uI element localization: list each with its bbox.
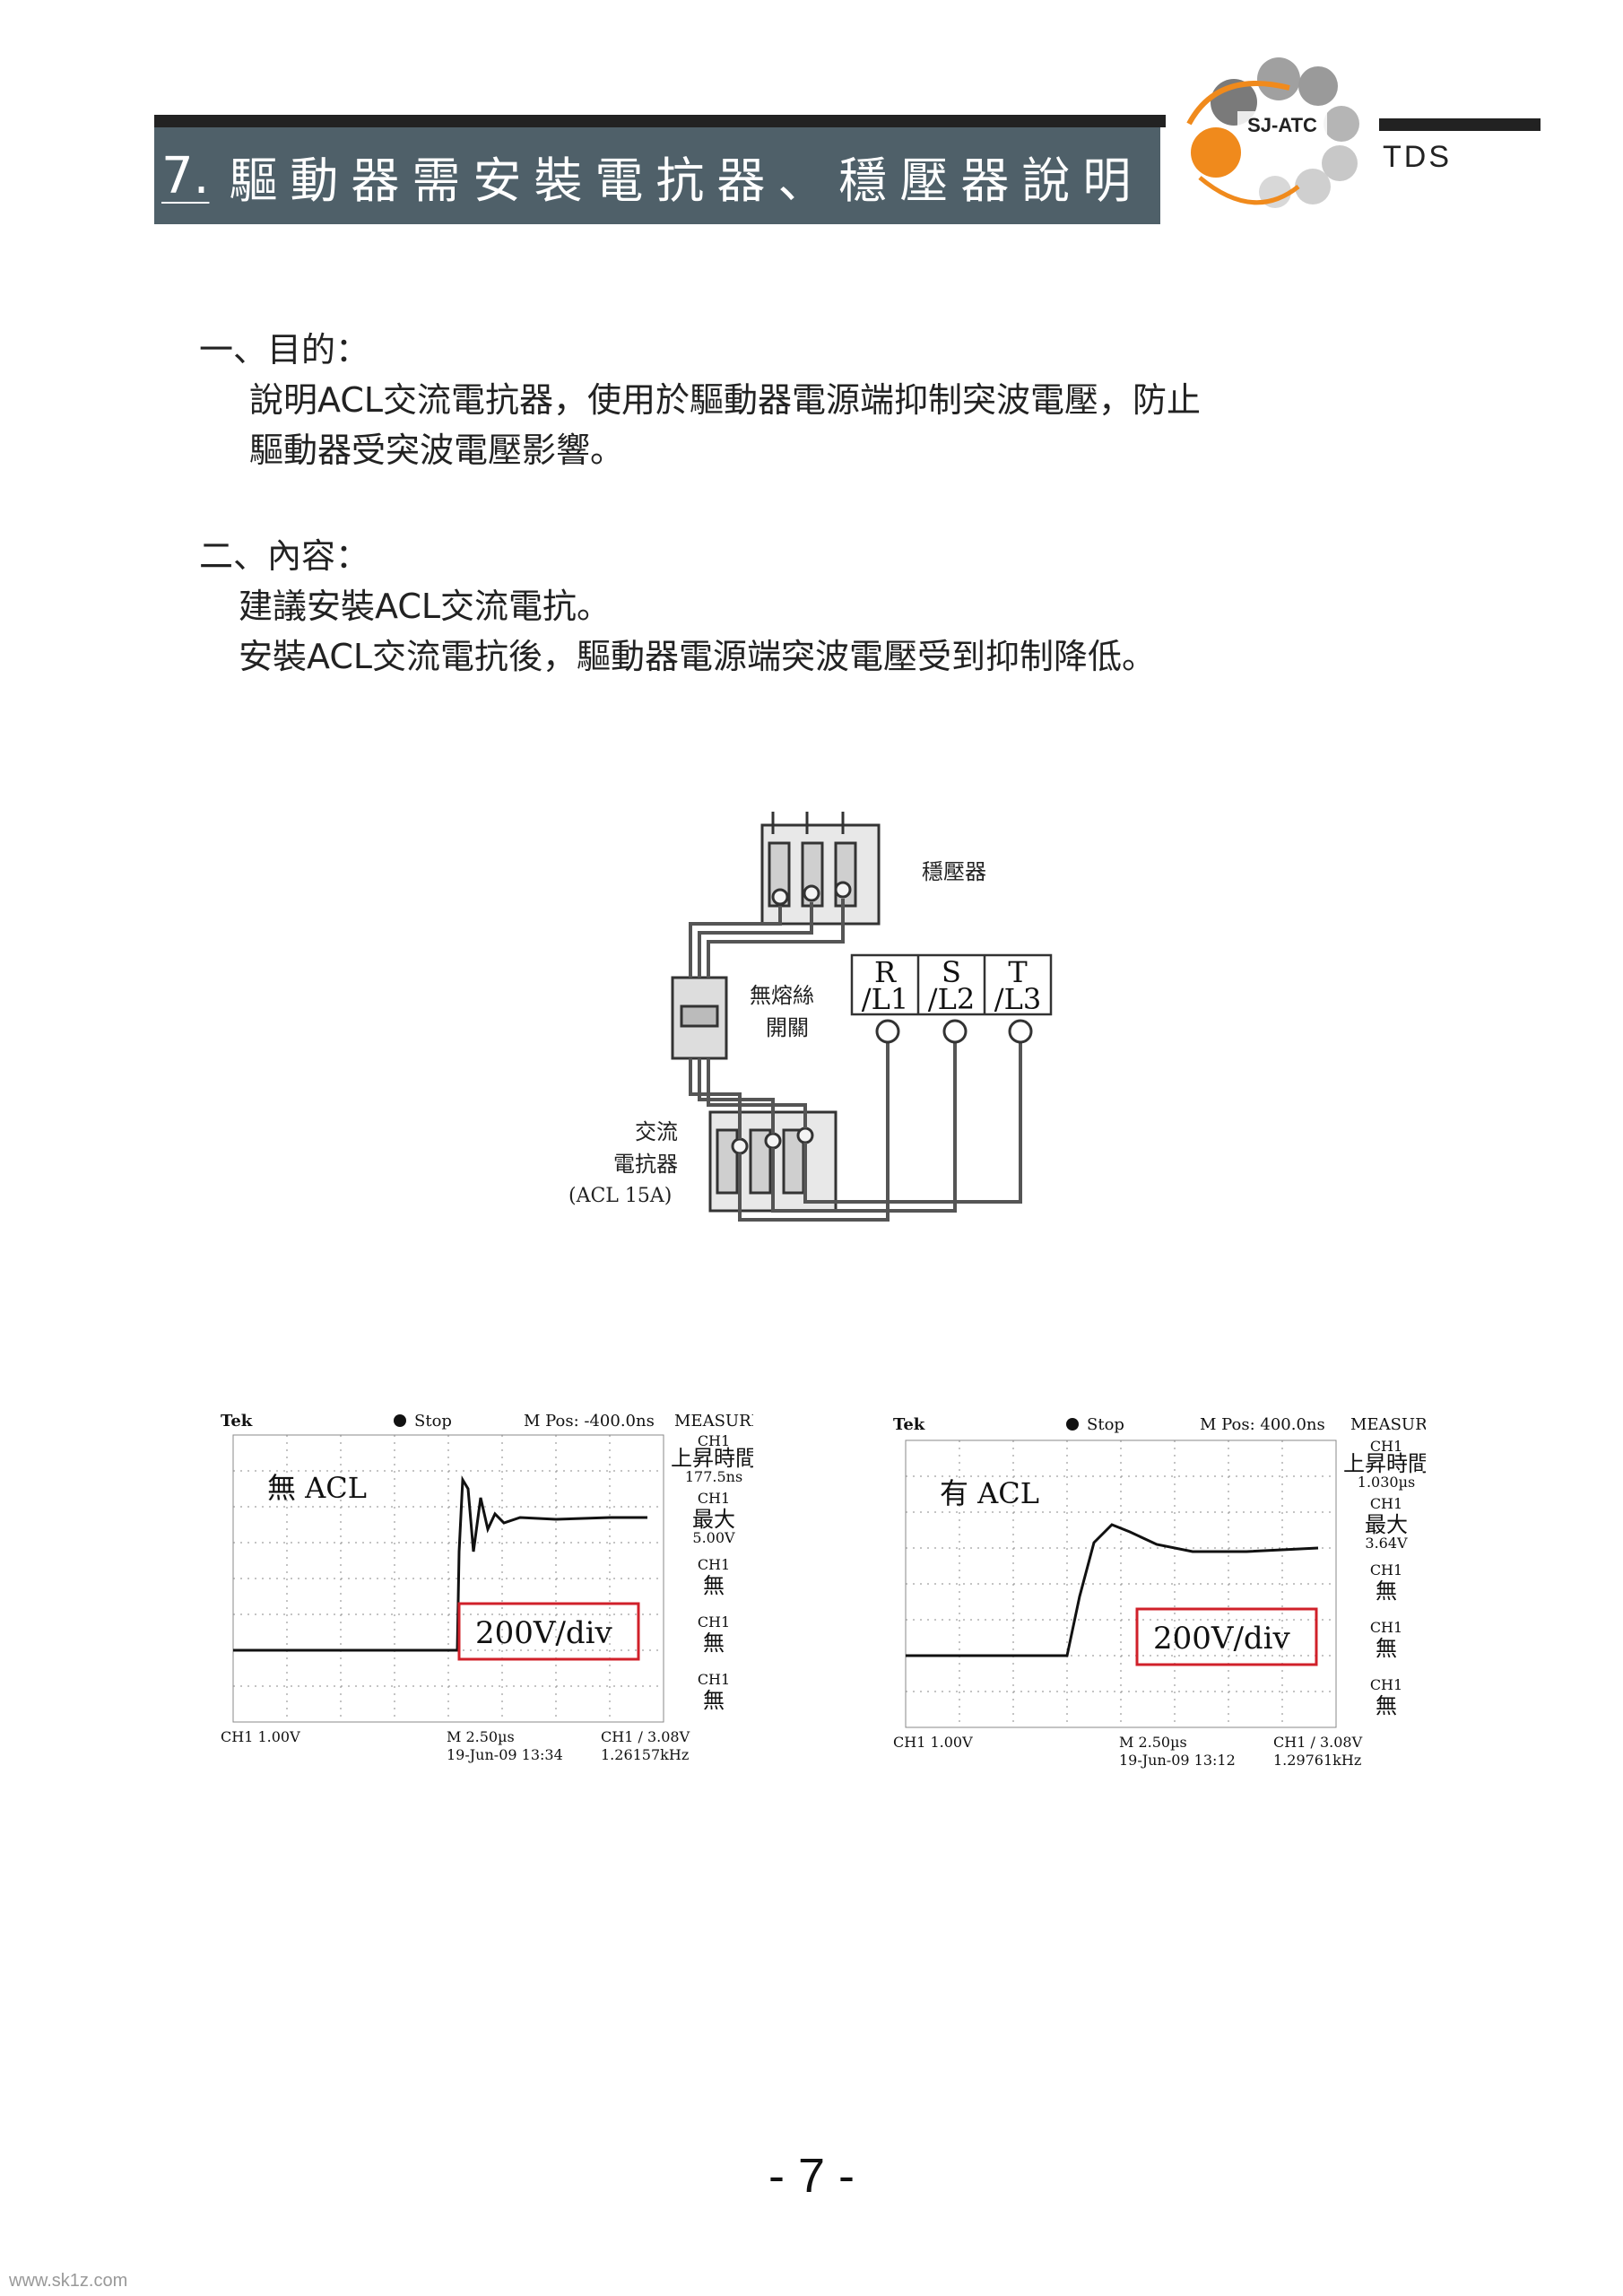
terminal-l1: /L1 bbox=[862, 982, 908, 1016]
breaker-label-2: 開關 bbox=[766, 1015, 809, 1040]
scope2-m3-ch: CH1 bbox=[1370, 1561, 1402, 1578]
scope2-m2-name: 最大 bbox=[1365, 1512, 1408, 1537]
scope-without-acl: Tek Stop M Pos: -400.0ns MEASURE 無 ACL 2… bbox=[221, 1412, 753, 1763]
scope1-date: 19-Jun-09 13:34 bbox=[447, 1746, 563, 1763]
scope2-label: 有 ACL bbox=[940, 1476, 1039, 1510]
scope2-m1-name: 上昇時間 bbox=[1343, 1451, 1426, 1476]
scope1-m3-ch: CH1 bbox=[698, 1556, 730, 1573]
scope2-date: 19-Jun-09 13:12 bbox=[1119, 1752, 1236, 1769]
scope2-status: Stop bbox=[1087, 1415, 1124, 1434]
scope-with-acl: Tek Stop M Pos: 400.0ns MEASURE 有 ACL 20… bbox=[893, 1415, 1426, 1769]
scope2-m5-ch: CH1 bbox=[1370, 1676, 1402, 1693]
wiring-diagram: R /L1 S /L2 T /L3 穩壓器 無熔絲 開關 交流 電抗器 (ACL… bbox=[568, 812, 1053, 1222]
scope1-m2-ch: CH1 bbox=[698, 1490, 730, 1507]
scope1-trigger: CH1 ∕ 3.08V bbox=[601, 1728, 690, 1745]
section2-line-2: 安裝ACL交流電抗後，驅動器電源端突波電壓受到抑制降低。 bbox=[239, 637, 1157, 676]
scope2-m1-ch: CH1 bbox=[1370, 1438, 1402, 1455]
section1-line-1: 說明ACL交流電抗器，使用於驅動器電源端抑制突波電壓，防止 bbox=[249, 380, 1202, 420]
scope1-m1-ch: CH1 bbox=[698, 1432, 730, 1449]
scope1-m2-name: 最大 bbox=[692, 1507, 735, 1532]
scope2-scale: 200V/div bbox=[1153, 1621, 1291, 1657]
scope1-measure-title: MEASURE bbox=[674, 1412, 753, 1431]
reactor-label-1: 交流 bbox=[635, 1119, 678, 1144]
scope1-m4-name: 無 bbox=[703, 1631, 725, 1656]
section2-line-1: 建議安裝ACL交流電抗。 bbox=[239, 587, 612, 626]
scope2-brand: Tek bbox=[893, 1415, 925, 1434]
scope2-m1-value: 1.030µs bbox=[1358, 1474, 1415, 1491]
section1-heading: 一、目的： bbox=[199, 330, 370, 370]
scope2-ch1: CH1 1.00V bbox=[893, 1734, 973, 1751]
scope2-mpos: M Pos: 400.0ns bbox=[1200, 1415, 1325, 1434]
scope1-scale: 200V/div bbox=[475, 1615, 613, 1651]
scope1-m1-value: 177.5ns bbox=[685, 1468, 742, 1485]
terminal-l2: /L2 bbox=[928, 982, 975, 1016]
sj-atc-logo: SJ-ATC bbox=[1186, 57, 1359, 208]
scope1-m4-ch: CH1 bbox=[698, 1613, 730, 1631]
terminal-s: S bbox=[942, 955, 961, 989]
watermark: www.sk1z.com bbox=[9, 2271, 128, 2291]
reactor-label-3: (ACL 15A) bbox=[568, 1185, 672, 1207]
scope2-m2-value: 3.64V bbox=[1365, 1535, 1408, 1552]
scope1-m5-ch: CH1 bbox=[698, 1671, 730, 1688]
scope2-m4-name: 無 bbox=[1376, 1636, 1397, 1661]
terminal-t: T bbox=[1008, 955, 1028, 989]
scope2-timebase: M 2.50µs bbox=[1119, 1734, 1187, 1751]
reactor-label-2: 電抗器 bbox=[613, 1152, 678, 1177]
scope1-status: Stop bbox=[414, 1412, 452, 1431]
scope1-m5-name: 無 bbox=[703, 1688, 725, 1713]
page-number: - 7 - bbox=[768, 2149, 855, 2203]
scope1-m3-name: 無 bbox=[703, 1573, 725, 1598]
header-rule bbox=[154, 115, 1166, 127]
section2-heading: 二、內容： bbox=[199, 536, 370, 576]
logo-text: SJ-ATC bbox=[1247, 114, 1317, 136]
page-title: 驅動器需安裝電抗器、穩壓器說明 bbox=[229, 152, 1144, 209]
scope2-freq: 1.29761kHz bbox=[1273, 1752, 1361, 1769]
scope2-m4-ch: CH1 bbox=[1370, 1619, 1402, 1636]
title-banner: 7. 驅動器需安裝電抗器、穩壓器說明 bbox=[154, 127, 1160, 224]
doc-code: TDS bbox=[1383, 140, 1452, 174]
scope1-m1-name: 上昇時間 bbox=[671, 1446, 753, 1471]
breaker-label-1: 無熔絲 bbox=[750, 983, 814, 1008]
scope1-label: 無 ACL bbox=[267, 1471, 367, 1505]
scope1-m2-value: 5.00V bbox=[692, 1529, 735, 1546]
scope2-m5-name: 無 bbox=[1376, 1693, 1397, 1718]
scope1-brand: Tek bbox=[221, 1412, 253, 1431]
terminal-l3: /L3 bbox=[994, 982, 1041, 1016]
scope1-mpos: M Pos: -400.0ns bbox=[524, 1412, 655, 1431]
header-rule-right bbox=[1379, 118, 1541, 131]
terminal-r: R bbox=[874, 955, 897, 989]
scope2-m3-name: 無 bbox=[1376, 1578, 1397, 1604]
scope2-m2-ch: CH1 bbox=[1370, 1495, 1402, 1512]
scope2-trigger: CH1 ∕ 3.08V bbox=[1273, 1734, 1363, 1751]
scope1-freq: 1.26157kHz bbox=[601, 1746, 689, 1763]
stabilizer-label: 穩壓器 bbox=[922, 859, 986, 884]
scope1-timebase: M 2.50µs bbox=[447, 1728, 515, 1745]
section-number: 7. bbox=[161, 146, 210, 205]
scope1-ch1: CH1 1.00V bbox=[221, 1728, 300, 1745]
scope2-measure-title: MEASURE bbox=[1350, 1415, 1426, 1434]
section1-line-2: 驅動器受突波電壓影響。 bbox=[249, 430, 625, 470]
